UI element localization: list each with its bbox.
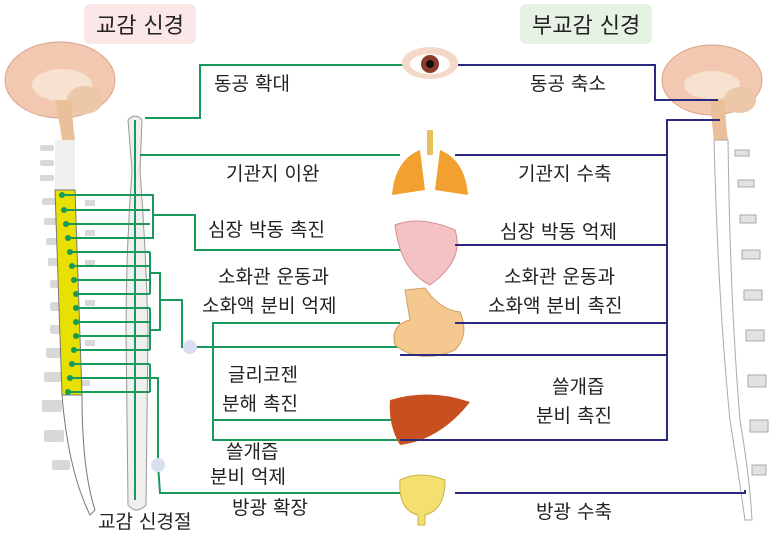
right-brain [661,44,763,140]
sym-bile-label-1: 쓸개즙 [226,441,279,463]
celiac-ganglion [183,340,197,354]
parasympathetic-nerves [400,64,746,494]
sympathetic-ganglion-chain [125,115,149,511]
sym-glycogen-label-1: 글리코젠 [228,364,298,386]
sym-glycogen-label-2: 분해 촉진 [222,393,298,415]
ganglion-dots [59,192,79,395]
lungs [392,130,468,195]
right-spine [713,139,769,521]
heart [394,220,458,286]
sympathetic-header: 교감 신경 [84,4,196,44]
liver [389,394,470,445]
para-bronchi-label: 기관지 수축 [518,163,612,185]
mesenteric-ganglion [151,458,165,472]
sym-digest-label-2: 소화액 분비 억제 [202,295,337,317]
stomach [393,287,465,357]
sym-pupil-label: 동공 확대 [214,73,290,95]
para-bile-label-1: 쓸개즙 [552,376,605,398]
para-bladder-label: 방광 수축 [536,501,612,523]
para-digest-label-2: 소화액 분비 촉진 [488,295,623,317]
para-bile-label-2: 분비 촉진 [536,405,612,427]
sympathetic-nerves [62,64,420,500]
ganglion-label: 교감 신경절 [98,511,192,533]
eye [402,47,458,79]
left-brain [4,41,116,140]
sym-bladder-label: 방광 확장 [232,497,308,519]
para-pupil-label: 동공 축소 [530,73,606,95]
para-heart-label: 심장 박동 억제 [500,221,617,243]
sym-heart-label: 심장 박동 촉진 [208,219,325,241]
sym-bronchi-label: 기관지 이완 [226,163,320,185]
sym-bile-label-2: 분비 억제 [210,466,286,488]
sym-digest-label-1: 소화관 운동과 [218,266,329,288]
left-spine [40,140,96,516]
bladder [399,474,446,526]
para-digest-label-1: 소화관 운동과 [504,266,615,288]
parasympathetic-header: 부교감 신경 [520,4,653,44]
